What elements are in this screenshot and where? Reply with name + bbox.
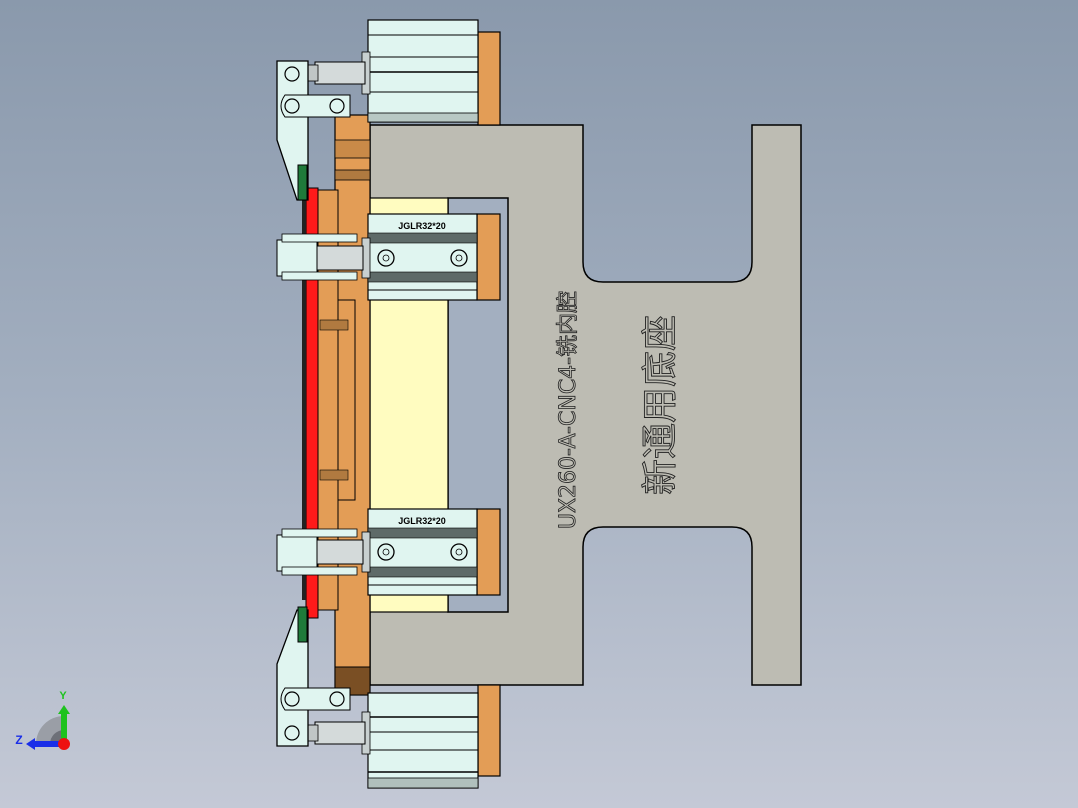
fixture-column <box>317 114 371 696</box>
coordinate-triad: Y Z <box>15 690 70 750</box>
top-swing-arm <box>276 60 351 201</box>
z-axis-label: Z <box>15 733 22 747</box>
upper-jglr-cylinder: JGLR32*20 <box>276 213 501 301</box>
cylinder-model-label-lower: JGLR32*20 <box>398 516 446 526</box>
y-axis-label: Y <box>59 690 67 702</box>
bottom-clamp-cylinder <box>307 684 501 789</box>
x-axis-dot <box>58 738 70 750</box>
z-axis-arrow <box>34 741 62 747</box>
bottom-swing-arm <box>276 606 351 747</box>
engraving-part-name: 新通用底座 <box>640 315 681 495</box>
base-plate-engraving: UX260-A-CNC4-铣内腔 新通用底座 <box>556 290 682 529</box>
y-axis-arrow <box>61 712 67 742</box>
engraving-part-number: UX260-A-CNC4-铣内腔 <box>556 291 581 529</box>
workpiece-edge <box>302 187 319 619</box>
top-clamp-cylinder <box>307 19 501 126</box>
cylinder-model-label-upper: JGLR32*20 <box>398 221 446 231</box>
lower-jglr-cylinder: JGLR32*20 <box>276 508 501 596</box>
